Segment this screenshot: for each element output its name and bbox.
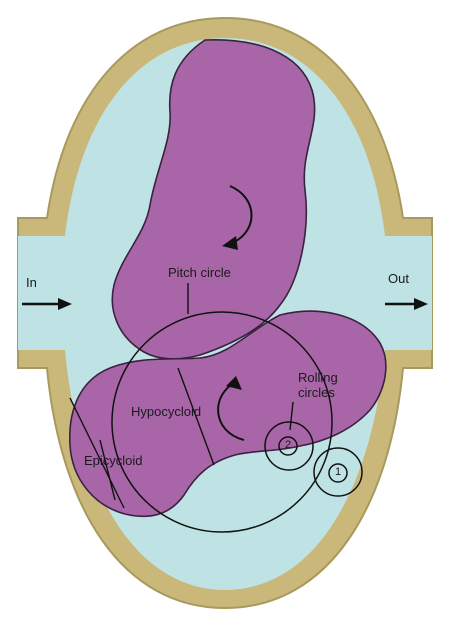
- upper-rotation-arrowhead: [222, 236, 238, 250]
- upper-rotation-arrow: [229, 185, 253, 243]
- hypocycloid-leader: [177, 367, 215, 466]
- rolling-circle-1: [313, 447, 363, 497]
- upper-rotor: [111, 39, 316, 360]
- epicycloid-leader-2: [99, 439, 116, 501]
- pitch-circle: [111, 311, 333, 533]
- inlet-arrowhead: [58, 298, 72, 310]
- rolling-circle-2: [264, 421, 314, 471]
- pitch-circle-label: Pitch circle: [168, 265, 231, 280]
- inlet-label: In: [26, 275, 37, 290]
- epicycloid-leader: [69, 397, 125, 509]
- hypocycloid-label: Hypocycloid: [131, 404, 202, 419]
- rolling-circle-1-number: 1: [334, 466, 342, 478]
- outlet-arrowhead: [414, 298, 428, 310]
- rolling-circle-2-number: 2: [284, 439, 292, 451]
- lower-rotor: [69, 310, 387, 518]
- outlet-label: Out: [388, 271, 409, 286]
- lower-rotation-arrowhead: [226, 376, 242, 390]
- epicycloid-label: Epicycloid: [84, 453, 143, 468]
- rolling-circles-label: Rolling circles: [298, 370, 338, 400]
- rolling-circle-1-marker: [328, 463, 348, 483]
- rolling-circle-2-marker: [278, 436, 298, 456]
- rolling-circles-leader: [289, 401, 294, 431]
